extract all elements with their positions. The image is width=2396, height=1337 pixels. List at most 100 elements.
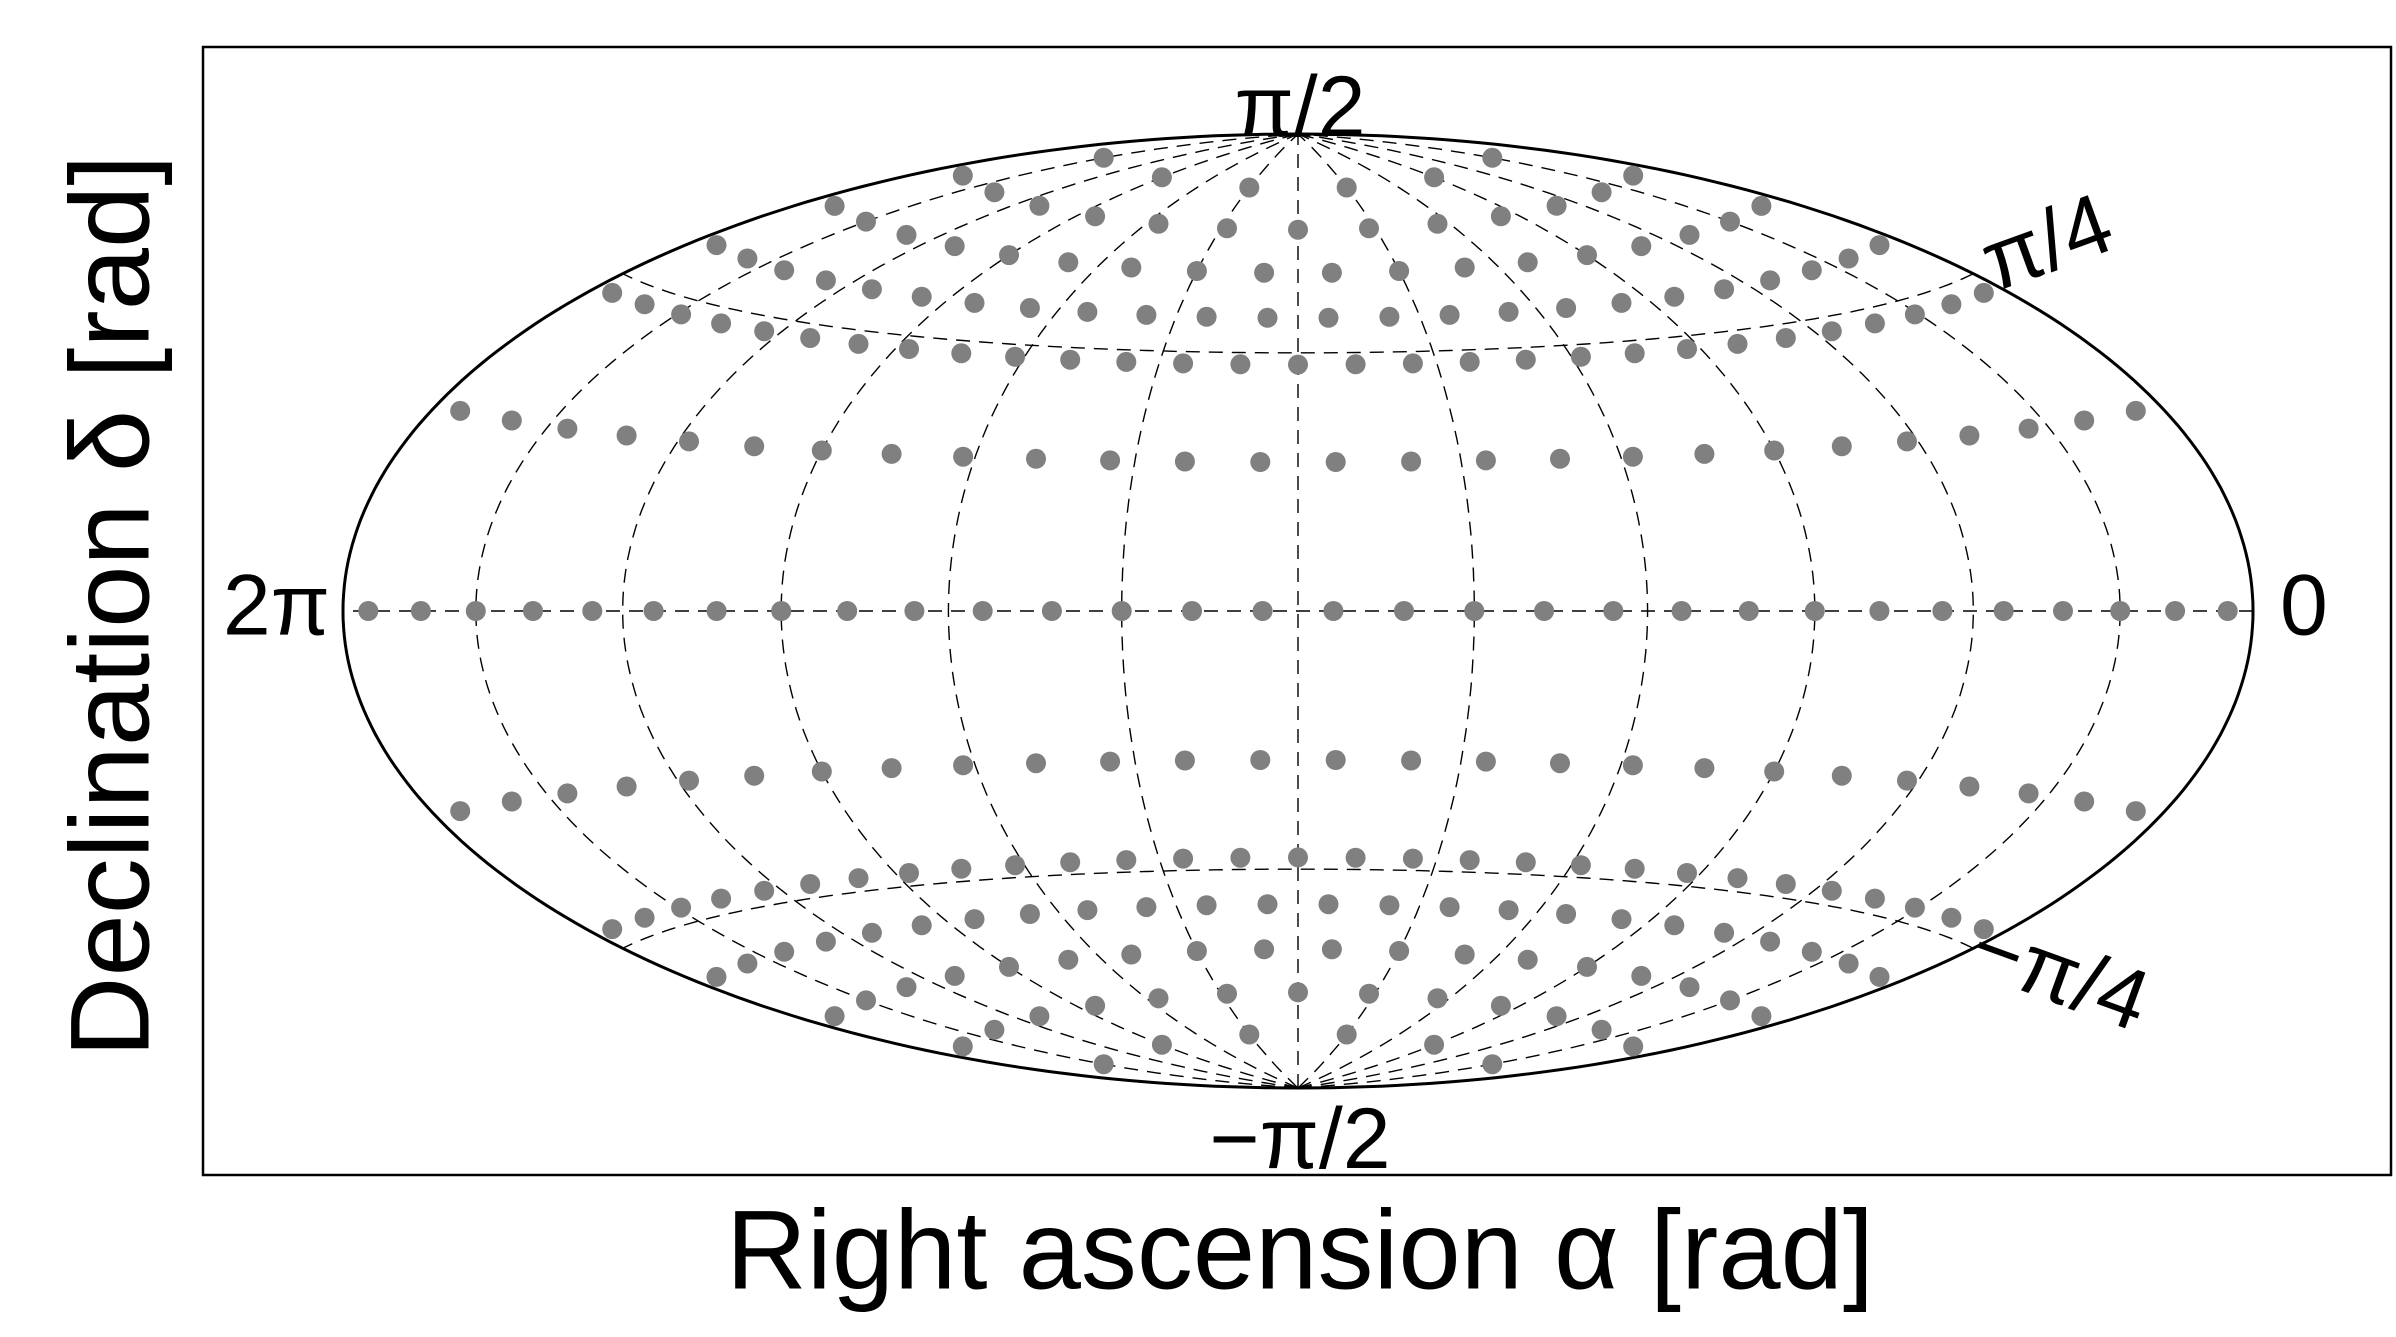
data-point-r4-24 <box>754 321 775 342</box>
data-point-r4-5 <box>1775 328 1796 348</box>
data-point-r4-27 <box>634 294 655 315</box>
data-point-r6-24 <box>643 601 664 621</box>
tick-labels: 2π 0 π/2 −π/2 π/4 −π/4 <box>223 59 2328 1187</box>
data-point-r8-1 <box>1941 907 1962 928</box>
data-point-r10-2 <box>1679 977 1700 998</box>
data-point-r3-23 <box>706 235 727 256</box>
data-point-r8-27 <box>634 907 655 928</box>
data-point-r5-14 <box>1174 451 1195 472</box>
data-point-r1-12 <box>952 165 973 186</box>
data-point-r0-4 <box>1151 167 1172 188</box>
data-point-r11-10 <box>1029 1006 1050 1027</box>
data-point-r4-16 <box>1173 353 1194 374</box>
data-point-r6-8 <box>1738 601 1759 621</box>
data-point-r12-2 <box>1336 1024 1357 1045</box>
data-point-r6-22 <box>771 601 792 621</box>
data-point-r3-5 <box>1664 286 1685 307</box>
data-point-r2-12 <box>1058 252 1079 273</box>
data-point-r1-11 <box>984 182 1005 203</box>
data-point-r6-10 <box>1603 601 1624 621</box>
data-point-r5-18 <box>881 443 902 464</box>
data-point-r3-4 <box>1714 279 1735 300</box>
data-point-r7-7 <box>1694 758 1715 779</box>
data-point-r3-13 <box>1196 306 1217 327</box>
data-point-r5-21 <box>679 431 699 452</box>
data-point-r9-18 <box>911 915 932 936</box>
data-point-r10-5 <box>1517 949 1538 970</box>
meridian-line-7 <box>947 133 1299 1089</box>
data-point-r10-15 <box>896 977 917 998</box>
data-point-r9-3 <box>1760 931 1781 952</box>
data-point-r8-15 <box>1230 847 1251 868</box>
data-point-r11-6 <box>1288 982 1308 1003</box>
data-point-r5-12 <box>1325 452 1346 472</box>
data-point-r8-19 <box>1005 855 1026 876</box>
data-point-r8-6 <box>1727 868 1748 889</box>
data-point-r8-13 <box>1345 847 1366 868</box>
data-point-r7-10 <box>1475 751 1496 772</box>
data-point-r4-25 <box>711 313 732 334</box>
plot-frame <box>201 45 2393 1177</box>
data-point-r3-14 <box>1136 304 1157 325</box>
data-point-r6-23 <box>706 601 727 621</box>
data-points <box>358 147 2238 1075</box>
data-point-r8-26 <box>671 897 692 918</box>
data-point-r8-28 <box>602 919 623 940</box>
data-point-r2-13 <box>999 245 1019 266</box>
data-point-r8-9 <box>1570 855 1591 876</box>
data-point-r4-3 <box>1864 313 1885 334</box>
data-point-r5-8 <box>1622 446 1643 467</box>
data-point-r5-17 <box>953 446 974 467</box>
data-point-r3-17 <box>964 292 985 313</box>
data-point-r8-12 <box>1402 848 1423 869</box>
data-point-r10-9 <box>1254 939 1275 960</box>
data-point-r5-13 <box>1250 452 1271 472</box>
data-point-r8-8 <box>1624 858 1645 879</box>
data-point-r10-0 <box>1751 1006 1772 1027</box>
data-point-r3-16 <box>1019 298 1040 318</box>
data-point-r2-2 <box>1679 224 1700 245</box>
data-point-r8-11 <box>1459 850 1480 871</box>
data-point-r8-7 <box>1677 863 1697 883</box>
data-point-r3-7 <box>1556 298 1577 318</box>
data-point-r8-4 <box>1821 880 1842 901</box>
data-point-r9-22 <box>737 953 758 974</box>
data-point-r7-11 <box>1401 750 1422 771</box>
data-point-r8-22 <box>848 868 869 889</box>
tick-label-ra-left: 2π <box>223 558 330 654</box>
data-point-r6-26 <box>523 601 543 621</box>
data-point-r10-8 <box>1321 939 1342 960</box>
data-point-r7-21 <box>679 770 699 791</box>
data-point-r11-7 <box>1217 983 1237 1004</box>
data-point-r2-17 <box>824 195 845 216</box>
data-point-r6-17 <box>1111 601 1132 621</box>
data-point-r4-4 <box>1821 321 1842 342</box>
data-point-r4-12 <box>1402 353 1423 374</box>
data-point-r0-2 <box>1336 177 1357 198</box>
data-point-r4-1 <box>1941 294 1962 315</box>
data-point-r9-14 <box>1136 897 1157 918</box>
data-point-r6-9 <box>1671 601 1692 621</box>
data-point-r11-4 <box>1427 988 1448 1009</box>
data-point-r5-1 <box>2074 410 2095 431</box>
data-point-r3-1 <box>1838 248 1859 269</box>
data-point-r0-5 <box>1093 147 1114 168</box>
data-point-r4-22 <box>848 333 869 354</box>
data-point-r9-4 <box>1714 922 1735 943</box>
data-point-r4-19 <box>1005 346 1026 367</box>
data-point-r7-16 <box>1026 753 1046 774</box>
data-point-r4-9 <box>1570 346 1591 367</box>
data-point-r8-5 <box>1775 874 1796 894</box>
data-point-r7-12 <box>1325 750 1346 770</box>
data-point-r2-15 <box>896 224 917 245</box>
data-point-r1-4 <box>1427 213 1448 234</box>
data-point-r7-1 <box>2074 791 2095 812</box>
data-point-r6-28 <box>410 601 431 621</box>
data-point-r8-3 <box>1864 888 1885 909</box>
data-point-r2-10 <box>1186 261 1207 281</box>
data-point-r7-22 <box>616 776 637 797</box>
data-point-r2-9 <box>1254 262 1275 283</box>
data-point-r1-8 <box>1148 213 1169 234</box>
data-point-r4-10 <box>1515 349 1536 370</box>
data-point-r6-2 <box>2110 601 2131 621</box>
